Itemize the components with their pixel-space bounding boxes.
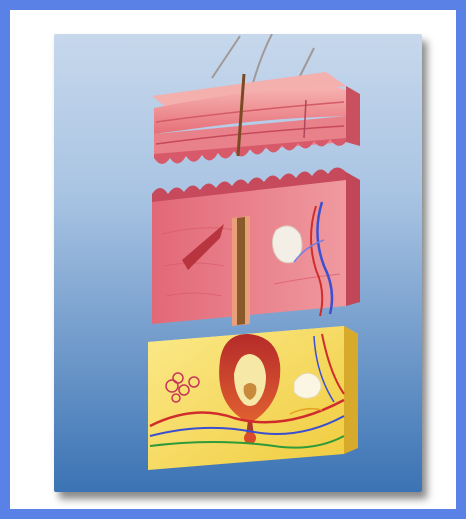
hypodermis-layer [148,326,358,470]
dermis-layer [152,167,360,326]
skin-cross-section-icon [54,34,422,492]
white-frame [10,10,456,509]
skin-illustration-panel [54,34,422,492]
